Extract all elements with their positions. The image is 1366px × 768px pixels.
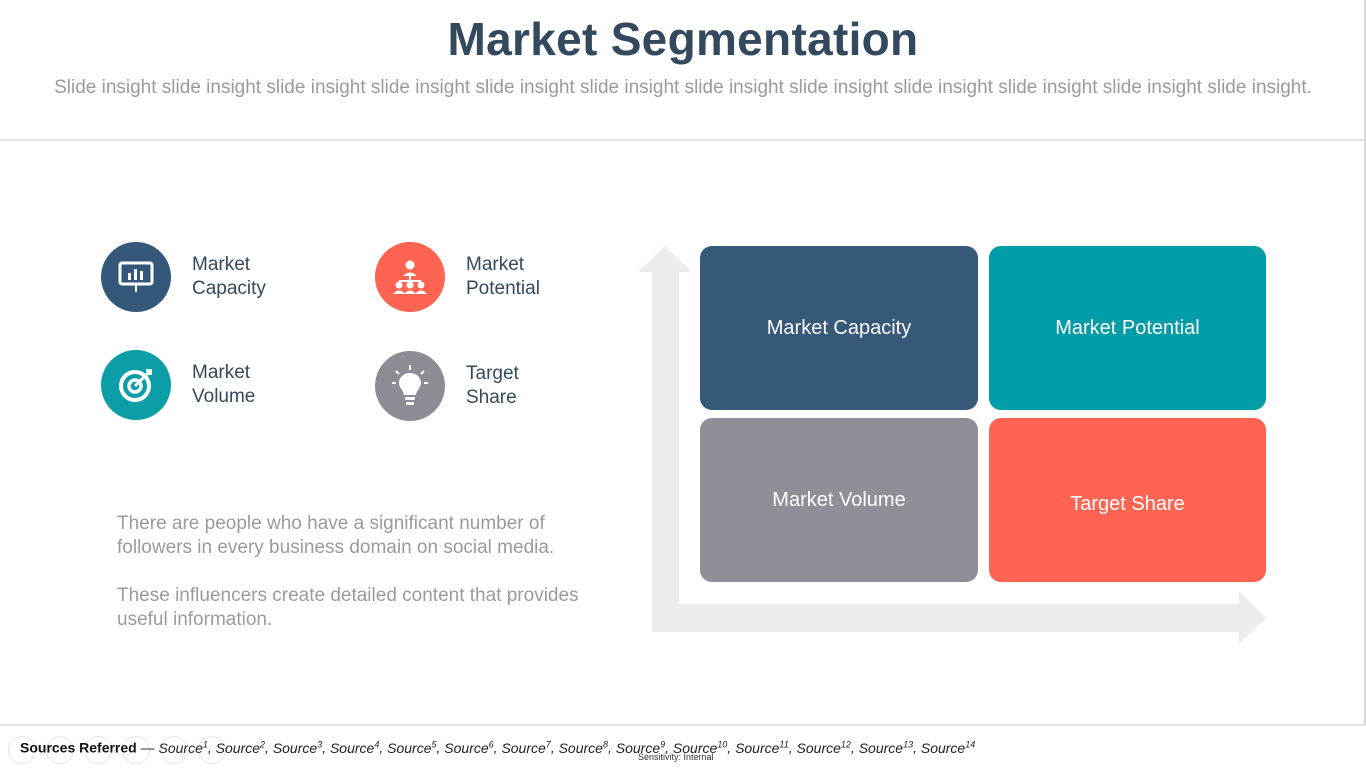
slide-subtitle: Slide insight slide insight slide insigh… (54, 77, 1312, 98)
vertical-axis-arrow (638, 246, 692, 630)
control-circle[interactable] (122, 736, 150, 764)
body-paragraph-1: There are people who have a significant … (117, 513, 555, 558)
control-circle[interactable] (46, 736, 74, 764)
team-hierarchy-icon (375, 242, 445, 312)
matrix-label-target-share: Target Share (1070, 492, 1185, 515)
source-ref: Source10 (672, 739, 728, 756)
source-ref: Source2 (215, 739, 266, 756)
sources-footer: Sources Referred — Source1, Source2, Sou… (20, 739, 975, 756)
footer-divider (0, 724, 1366, 726)
sources-label: Sources Referred (20, 739, 137, 756)
matrix-label-market-capacity: Market Capacity (766, 316, 912, 339)
control-circle[interactable] (160, 736, 188, 764)
sources-dash: — (140, 739, 155, 756)
lightbulb-icon (375, 351, 445, 421)
matrix-label-market-volume: Market Volume (772, 488, 906, 511)
matrix-label-market-potential: Market Potential (1055, 316, 1200, 339)
slide-edge (1364, 0, 1366, 726)
slide-controls (8, 736, 226, 764)
slide-title: Market Segmentation (447, 13, 919, 65)
control-circle[interactable] (84, 736, 112, 764)
source-ref: Source6 (444, 739, 494, 756)
source-ref: Source11 (735, 739, 789, 756)
presentation-board-icon (101, 242, 171, 312)
source-ref: Source4 (329, 739, 380, 756)
horizontal-axis-arrow (652, 591, 1266, 644)
sensitivity-label: Sensitivity: Internal (638, 752, 714, 762)
source-ref: Source1 (158, 739, 208, 756)
matrix-box-market-capacity: Market Capacity (700, 246, 978, 410)
source-ref: Source14 (920, 739, 976, 756)
control-circle[interactable] (8, 736, 36, 764)
source-ref: Source5 (387, 739, 437, 756)
source-ref: Source12 (796, 739, 851, 756)
source-ref: Source13 (858, 739, 914, 756)
matrix-axes (638, 246, 1266, 644)
matrix-box-market-volume: Market Volume (700, 418, 978, 582)
source-ref: Source3 (272, 739, 323, 756)
target-dart-icon (101, 350, 171, 420)
matrix-box-target-share: Target Share (989, 418, 1266, 582)
sources-list: Source1, Source2, Source3, Source4, Sour… (158, 739, 976, 756)
source-ref: Source9 (615, 739, 666, 756)
source-ref: Source7 (501, 739, 551, 756)
source-ref: Source8 (558, 739, 608, 756)
matrix-box-market-potential: Market Potential (989, 246, 1266, 410)
control-circle[interactable] (198, 736, 226, 764)
body-paragraph-2: These influencers create detailed conten… (117, 585, 579, 630)
header-divider (0, 139, 1366, 141)
